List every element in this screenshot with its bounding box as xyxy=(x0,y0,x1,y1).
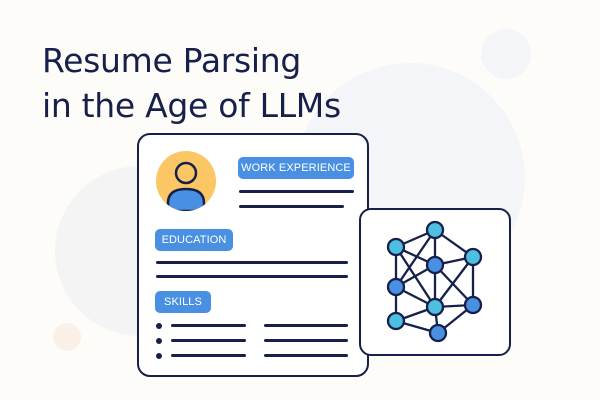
section-pill-education: EDUCATION xyxy=(155,229,233,251)
text-line xyxy=(239,190,354,193)
text-line xyxy=(171,339,246,342)
text-line xyxy=(239,205,344,208)
bullet-dot xyxy=(156,323,162,329)
text-line xyxy=(156,261,348,264)
text-line xyxy=(171,324,246,327)
user-icon xyxy=(166,161,206,211)
bg-circle-top-right xyxy=(481,29,531,79)
text-line xyxy=(156,275,348,278)
page-title: Resume Parsing in the Age of LLMs xyxy=(42,38,341,128)
avatar xyxy=(156,151,216,211)
title-line-2: in the Age of LLMs xyxy=(42,86,341,125)
text-line xyxy=(264,339,348,342)
bullet-dot xyxy=(156,338,162,344)
text-line xyxy=(264,324,348,327)
section-pill-skills: SKILLS xyxy=(155,291,211,313)
bg-circle-peach xyxy=(53,323,81,351)
bullet-dot xyxy=(156,353,162,359)
section-pill-work-experience: WORK EXPERIENCE xyxy=(238,157,354,179)
text-line xyxy=(264,354,348,357)
title-line-1: Resume Parsing xyxy=(42,41,302,80)
resume-card: WORK EXPERIENCE EDUCATION SKILLS xyxy=(137,133,369,377)
text-line xyxy=(171,354,246,357)
